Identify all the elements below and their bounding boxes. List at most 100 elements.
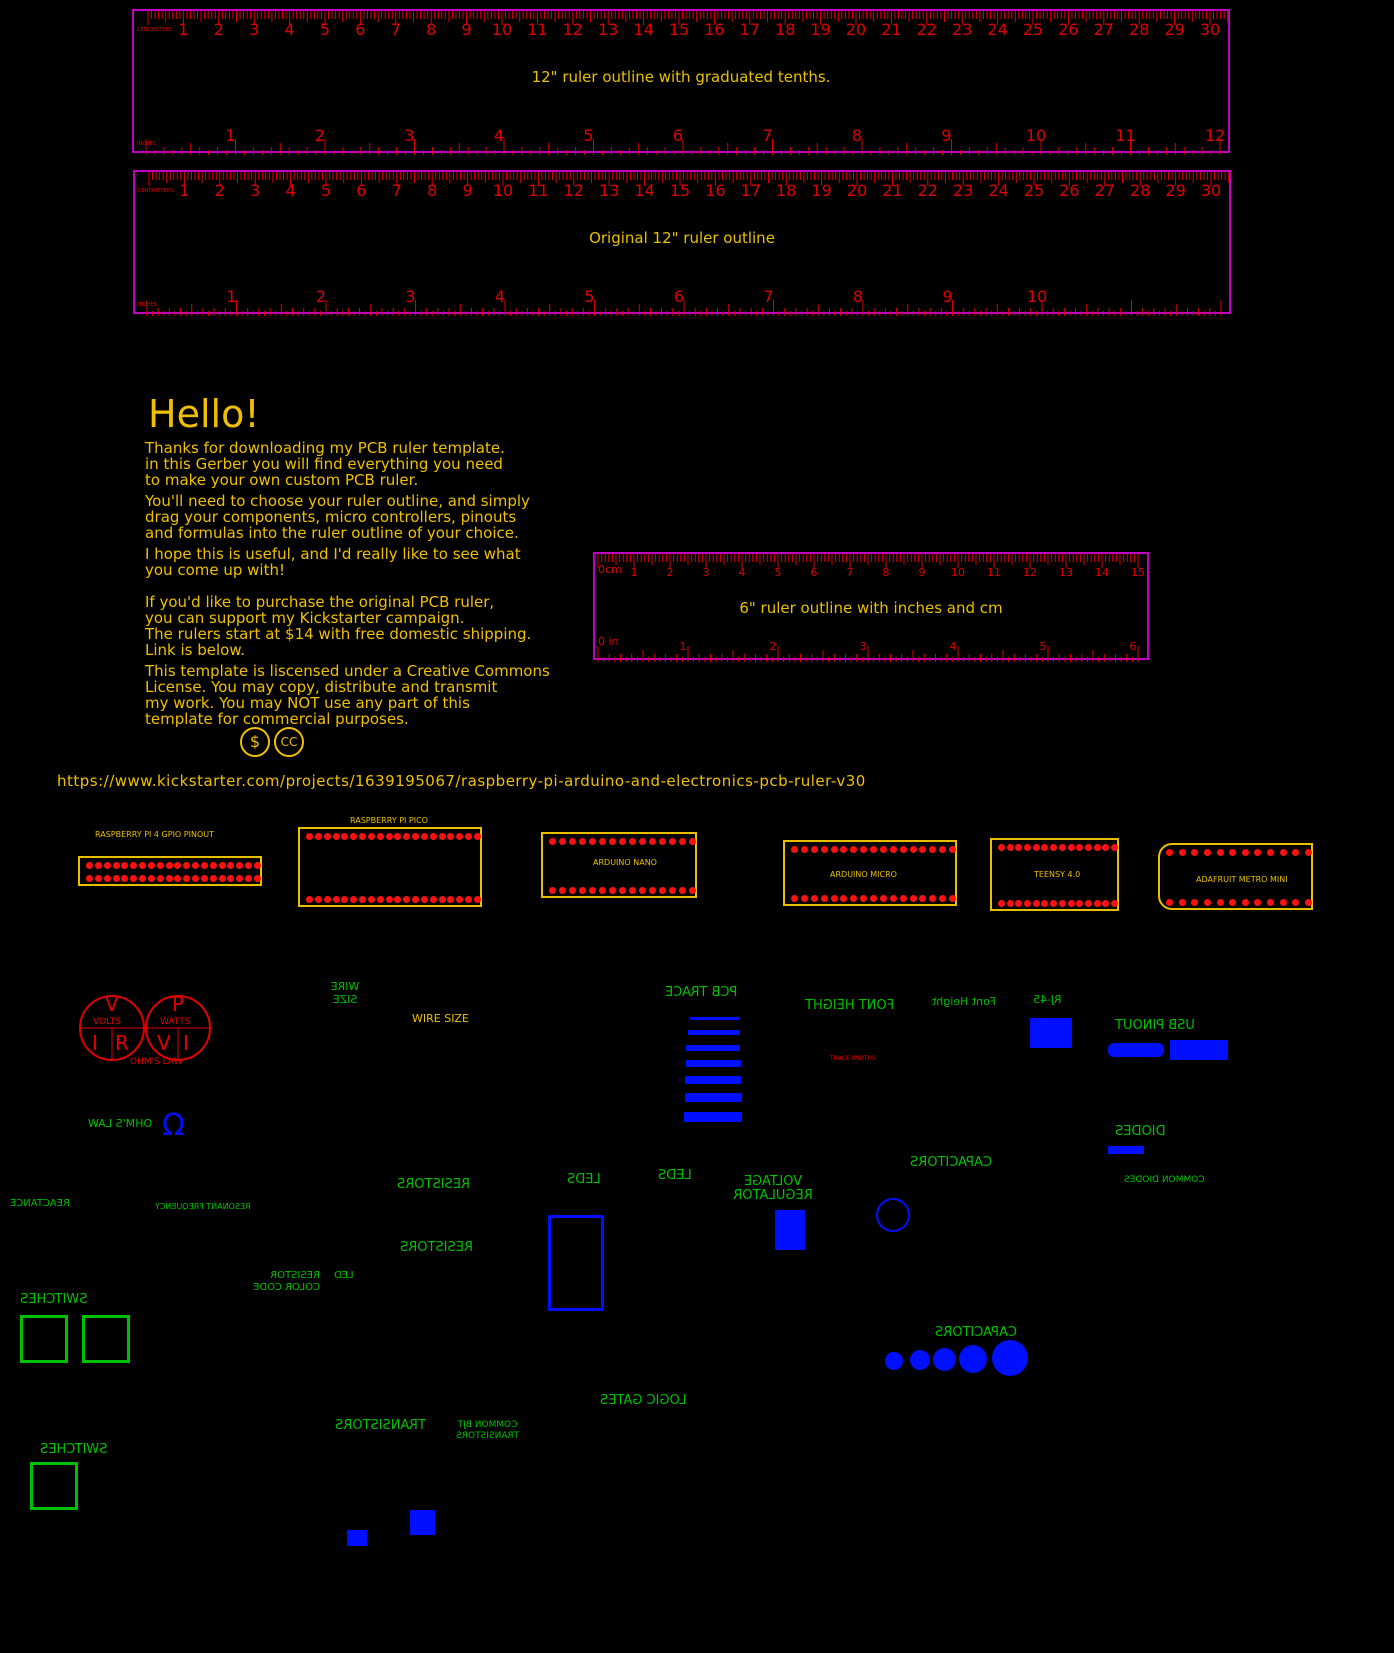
pin-pad xyxy=(579,887,586,894)
pin-pad xyxy=(1229,899,1237,906)
ohm-r: R xyxy=(115,1031,129,1055)
pin-pad xyxy=(1024,844,1032,851)
pin-pad xyxy=(599,838,606,845)
cm-number: 19 xyxy=(810,20,830,39)
ruler-title: Original 12" ruler outline xyxy=(589,229,775,247)
pin-pad xyxy=(1178,899,1186,906)
cm-number: 6 xyxy=(355,20,365,39)
trace-sample xyxy=(688,1030,740,1035)
cm-number: 15 xyxy=(670,181,690,200)
pin-pad xyxy=(314,896,322,903)
trace-sample xyxy=(686,1060,741,1067)
pin-pad xyxy=(820,846,828,853)
pin-pad xyxy=(183,862,191,869)
pin-pad xyxy=(394,896,402,903)
cm-number: 25 xyxy=(1024,181,1044,200)
pin-pad xyxy=(1229,849,1237,856)
pin-pad xyxy=(1076,844,1084,851)
pin-pad xyxy=(998,900,1005,907)
pin-pad xyxy=(306,896,313,903)
pin-pad xyxy=(659,887,666,894)
pin-pad xyxy=(549,838,556,845)
cm-number: 27 xyxy=(1095,181,1115,200)
usb-a-connector xyxy=(1170,1040,1228,1060)
cm-number: 2 xyxy=(214,20,224,39)
inch-number: 3 xyxy=(404,126,414,145)
pin-pad xyxy=(174,875,182,882)
pin-pad xyxy=(359,896,367,903)
cm-number: 14 xyxy=(634,181,654,200)
cm-number: 10 xyxy=(951,566,965,579)
pin-pad xyxy=(367,896,375,903)
sot223-footprint xyxy=(410,1510,435,1535)
pin-pad xyxy=(599,887,606,894)
diodes-label: DIODES xyxy=(1115,1124,1166,1139)
resistors-label-2: RESISTORS xyxy=(400,1240,474,1255)
tactile-switch-12mm xyxy=(20,1315,68,1363)
pin-pad xyxy=(549,887,556,894)
pin-pad xyxy=(420,896,428,903)
pin-pad xyxy=(112,862,120,869)
cm-number: 4 xyxy=(739,566,746,579)
pin-pad xyxy=(840,895,848,902)
pin-pad xyxy=(899,846,907,853)
ruler-title: 6" ruler outline with inches and cm xyxy=(739,599,1003,617)
pin-pad xyxy=(669,887,676,894)
pin-pad xyxy=(1084,900,1092,907)
pin-pad xyxy=(1166,899,1173,906)
pin-pad xyxy=(860,846,868,853)
cm-number: 22 xyxy=(917,20,937,39)
intro-text: Thanks for downloading my PCB ruler temp… xyxy=(145,440,585,732)
pin-pad xyxy=(1102,900,1110,907)
pin-pad xyxy=(1032,844,1040,851)
pin-pad xyxy=(456,833,464,840)
rpi-pico-board xyxy=(298,827,482,907)
common-bjt-label: COMMON BJT TRANSISTORS xyxy=(456,1420,519,1441)
pin-pad xyxy=(939,895,947,902)
pin-pad xyxy=(323,833,331,840)
cm-number: 6 xyxy=(811,566,818,579)
tactile-switch xyxy=(30,1462,78,1510)
pin-pad xyxy=(1241,849,1249,856)
pin-pad xyxy=(1006,900,1014,907)
pin-pad xyxy=(669,838,676,845)
inch-number: 9 xyxy=(941,126,951,145)
cm-number: 27 xyxy=(1094,20,1114,39)
pin-pad xyxy=(350,896,358,903)
pin-pad xyxy=(679,887,686,894)
pin-pad xyxy=(1067,844,1075,851)
capacitor-footprint xyxy=(885,1352,903,1370)
pin-pad xyxy=(165,875,173,882)
cm-number: 8 xyxy=(426,20,436,39)
pin-pad xyxy=(1267,899,1275,906)
pin-pad xyxy=(1050,844,1058,851)
pin-pad xyxy=(200,862,208,869)
board-title: ARDUINO MICRO xyxy=(830,870,897,879)
pin-pad xyxy=(830,895,838,902)
pin-pad xyxy=(909,846,917,853)
pin-pad xyxy=(1015,900,1023,907)
pin-pad xyxy=(889,846,897,853)
cm-number: 17 xyxy=(740,20,760,39)
diode-symbol xyxy=(1108,1146,1144,1154)
pcb-trace-label: PCB TRACE xyxy=(665,985,738,1000)
creative-commons-icon: CC xyxy=(274,727,304,757)
cm-number: 1 xyxy=(179,181,189,200)
pin-pad xyxy=(919,895,927,902)
adafruit-metro-mini-board: ADAFRUIT METRO MINI xyxy=(1158,843,1313,910)
cm-number: 18 xyxy=(776,181,796,200)
pin-pad xyxy=(889,895,897,902)
pin-pad xyxy=(1111,844,1118,851)
cm-number: 26 xyxy=(1058,20,1078,39)
kickstarter-link[interactable]: https://www.kickstarter.com/projects/163… xyxy=(57,772,866,790)
inch-number: 7 xyxy=(763,287,773,306)
pin-pad xyxy=(1111,900,1118,907)
reactance-label: REACTANCE xyxy=(10,1198,70,1209)
pin-pad xyxy=(929,895,937,902)
cm-number: 1 xyxy=(178,20,188,39)
cm-number: 12 xyxy=(1023,566,1037,579)
pin-pad xyxy=(147,875,155,882)
